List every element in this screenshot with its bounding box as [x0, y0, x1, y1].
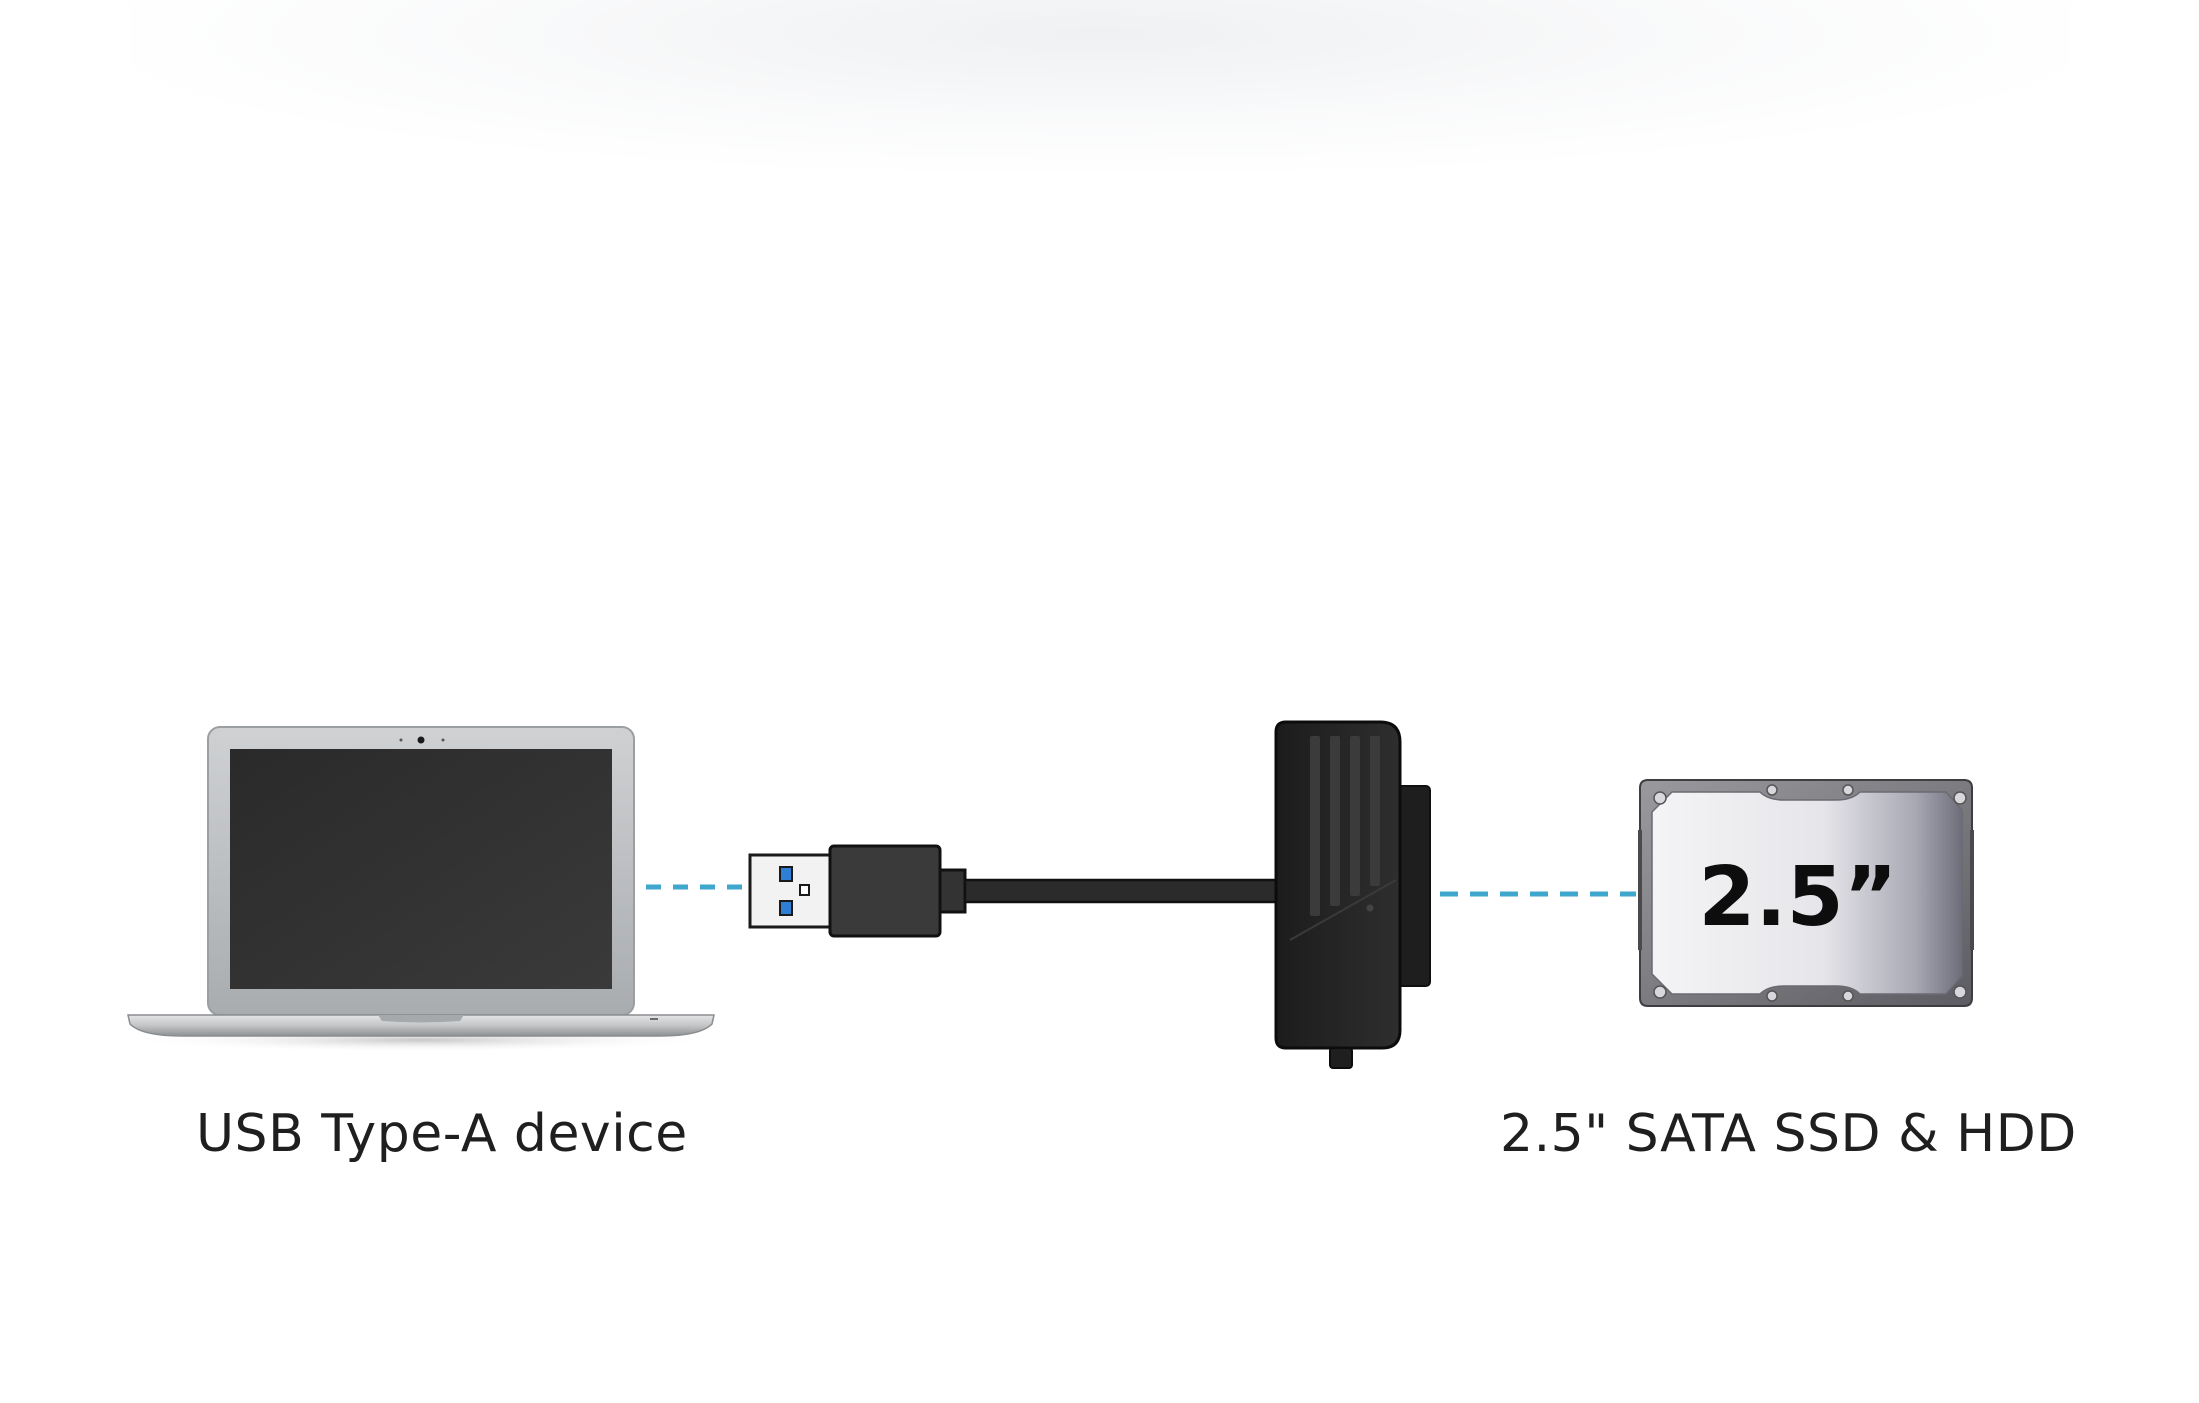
drive-size-marking: 2.5” [1698, 850, 1897, 945]
target-drive-label: 2.5" SATA SSD & HDD [1500, 1104, 2077, 1164]
host-device-label: USB Type-A device [196, 1104, 688, 1164]
usb-a-plug-icon [748, 844, 1279, 938]
hard-drive-icon: 2.5” [1638, 779, 1974, 1007]
laptop-icon [121, 726, 721, 1052]
sata-adapter-icon [1274, 720, 1431, 1069]
